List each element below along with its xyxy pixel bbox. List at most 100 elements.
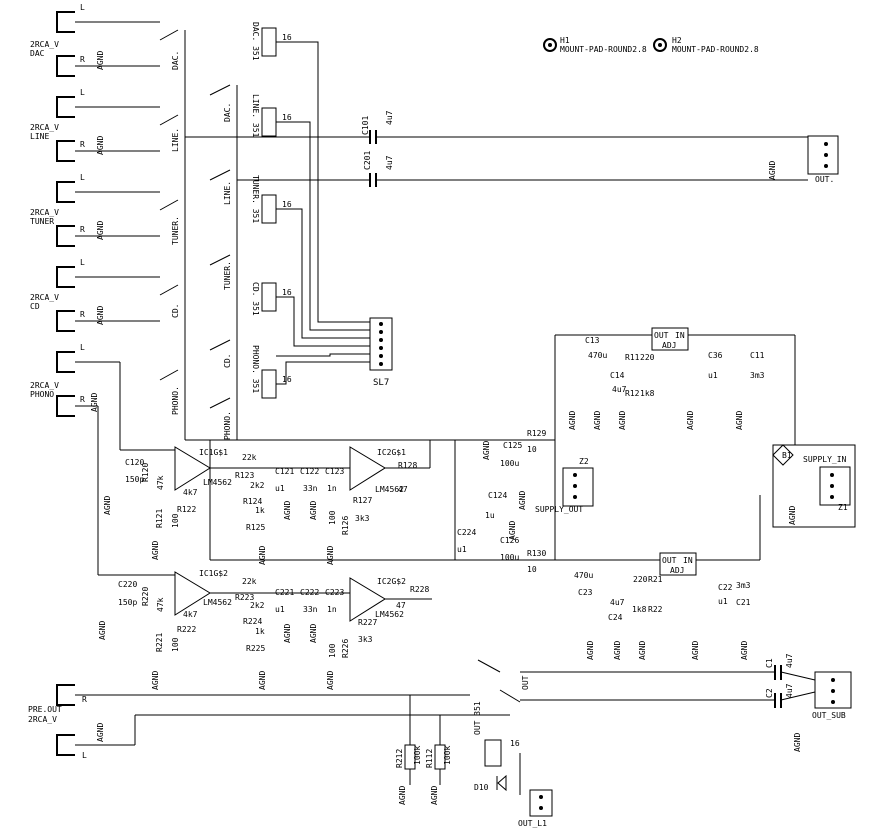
svg-text:1k: 1k bbox=[255, 506, 265, 515]
svg-text:R21: R21 bbox=[648, 575, 663, 584]
svg-text:TUNER.: TUNER. bbox=[171, 216, 180, 245]
svg-text:AGND: AGND bbox=[151, 541, 160, 560]
svg-text:AGND: AGND bbox=[309, 501, 318, 520]
svg-text:AGND: AGND bbox=[151, 671, 160, 690]
svg-text:ADJ: ADJ bbox=[670, 566, 684, 575]
svg-text:AGND: AGND bbox=[103, 496, 112, 515]
svg-text:100k: 100k bbox=[413, 746, 422, 765]
svg-text:R11: R11 bbox=[625, 353, 640, 362]
svg-text:C120: C120 bbox=[125, 458, 144, 467]
connector-out-sub: OUT_SUB AGND bbox=[793, 671, 852, 752]
svg-text:2RCA_V: 2RCA_V bbox=[30, 208, 59, 217]
svg-text:OUT_SUB: OUT_SUB bbox=[812, 711, 846, 720]
svg-text:1n: 1n bbox=[327, 605, 337, 614]
svg-text:L: L bbox=[82, 751, 87, 760]
svg-text:AGND: AGND bbox=[430, 786, 439, 805]
svg-text:R: R bbox=[82, 695, 87, 704]
svg-text:R22: R22 bbox=[648, 605, 663, 614]
svg-text:PRE.OUT: PRE.OUT bbox=[28, 705, 62, 714]
svg-text:R228: R228 bbox=[410, 585, 429, 594]
svg-text:IC2G$1: IC2G$1 bbox=[377, 448, 406, 457]
svg-text:100: 100 bbox=[171, 513, 180, 528]
svg-text:AGND: AGND bbox=[398, 786, 407, 805]
svg-text:100: 100 bbox=[328, 643, 337, 658]
svg-text:AGND: AGND bbox=[482, 441, 491, 460]
amp-channel-lower: IC1G$2 LM4562 IC2G$2 LM4562 C220 150p R2… bbox=[98, 440, 455, 658]
svg-text:AGND: AGND bbox=[326, 671, 335, 690]
svg-text:PHONO: PHONO bbox=[30, 390, 54, 399]
svg-text:R225: R225 bbox=[246, 644, 265, 653]
svg-text:AGND: AGND bbox=[740, 641, 749, 660]
psu-rails: R129 10 R130 10 C125 100u C124 1u C126 1… bbox=[430, 334, 796, 574]
svg-text:AGND: AGND bbox=[96, 306, 105, 325]
svg-text:LM4562: LM4562 bbox=[375, 485, 404, 494]
svg-text:C101: C101 bbox=[361, 116, 370, 135]
svg-text:AGND: AGND bbox=[568, 411, 577, 430]
svg-text:AGND: AGND bbox=[613, 641, 622, 660]
connector-sl7: SL7 bbox=[369, 317, 393, 388]
input-connector-phono: L R 2RCA_V PHONO AGND bbox=[30, 343, 121, 575]
svg-text:4u7: 4u7 bbox=[385, 110, 394, 125]
svg-text:C201: C201 bbox=[363, 151, 372, 170]
svg-text:AGND: AGND bbox=[586, 641, 595, 660]
svg-text:R126: R126 bbox=[341, 516, 350, 535]
svg-text:47k: 47k bbox=[156, 475, 165, 490]
svg-text:AGND: AGND bbox=[326, 546, 335, 565]
svg-text:u1: u1 bbox=[708, 371, 718, 380]
svg-text:DAC: DAC bbox=[30, 49, 45, 58]
svg-text:22k: 22k bbox=[242, 453, 257, 462]
svg-text:33n: 33n bbox=[303, 484, 318, 493]
svg-text:LINE.: LINE. bbox=[171, 128, 180, 152]
svg-text:R: R bbox=[80, 395, 85, 404]
svg-text:OUT: OUT bbox=[521, 675, 530, 690]
svg-text:C13: C13 bbox=[585, 336, 600, 345]
svg-text:Z2: Z2 bbox=[579, 457, 589, 466]
svg-text:C21: C21 bbox=[736, 598, 751, 607]
svg-text:CD. 351: CD. 351 bbox=[251, 282, 260, 316]
output-coupling: C101 4u7 C201 4u7 bbox=[185, 110, 808, 187]
svg-text:1k8: 1k8 bbox=[632, 605, 647, 614]
output-coupling-sub: C1 4u7 C2 4u7 bbox=[765, 653, 816, 708]
svg-text:R124: R124 bbox=[243, 497, 262, 506]
svg-text:TUNER.: TUNER. bbox=[223, 261, 232, 290]
svg-text:H1: H1 bbox=[560, 36, 570, 45]
svg-text:R12: R12 bbox=[625, 389, 640, 398]
svg-text:2RCA_V: 2RCA_V bbox=[30, 123, 59, 132]
svg-text:1k8: 1k8 bbox=[640, 389, 655, 398]
connector-z2: Z2 SUPPLY_OUT bbox=[535, 457, 594, 514]
svg-text:CD.: CD. bbox=[223, 354, 232, 368]
svg-text:3m3: 3m3 bbox=[736, 581, 751, 590]
svg-text:C221: C221 bbox=[275, 588, 294, 597]
svg-text:AGND: AGND bbox=[283, 501, 292, 520]
svg-text:C1: C1 bbox=[765, 658, 774, 668]
svg-text:R: R bbox=[80, 55, 85, 64]
svg-text:DAC. 351: DAC. 351 bbox=[251, 22, 260, 61]
svg-text:R222: R222 bbox=[177, 625, 196, 634]
svg-text:AGND: AGND bbox=[258, 546, 267, 565]
output-pulldowns: R212 100k R112 100k bbox=[395, 695, 452, 785]
svg-text:C125: C125 bbox=[503, 441, 522, 450]
svg-text:L: L bbox=[80, 343, 85, 352]
svg-text:16: 16 bbox=[282, 200, 292, 209]
svg-text:LINE.: LINE. bbox=[223, 181, 232, 205]
svg-text:C124: C124 bbox=[488, 491, 507, 500]
svg-text:2RCA_V: 2RCA_V bbox=[28, 715, 57, 724]
svg-text:R127: R127 bbox=[353, 496, 372, 505]
svg-text:R: R bbox=[80, 310, 85, 319]
svg-text:2RCA_V: 2RCA_V bbox=[30, 381, 59, 390]
svg-text:R125: R125 bbox=[246, 523, 265, 532]
svg-text:AGND: AGND bbox=[518, 491, 527, 510]
svg-text:SL7: SL7 bbox=[373, 378, 389, 388]
svg-text:C22: C22 bbox=[718, 583, 733, 592]
svg-text:R120: R120 bbox=[141, 463, 150, 482]
svg-text:C36: C36 bbox=[708, 351, 723, 360]
svg-text:AGND: AGND bbox=[793, 733, 802, 752]
svg-text:C220: C220 bbox=[118, 580, 137, 589]
svg-text:AGND: AGND bbox=[96, 136, 105, 155]
svg-text:IN: IN bbox=[675, 331, 685, 340]
svg-text:Z1: Z1 bbox=[838, 503, 848, 512]
svg-text:u1: u1 bbox=[275, 484, 285, 493]
svg-text:3k3: 3k3 bbox=[355, 514, 370, 523]
svg-text:10: 10 bbox=[527, 445, 537, 454]
